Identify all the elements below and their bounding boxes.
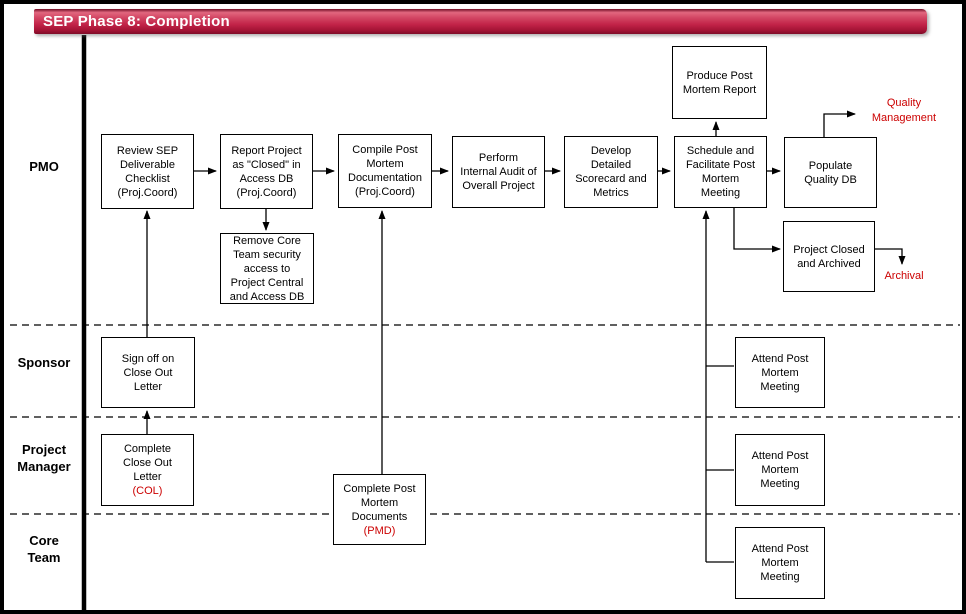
step-code-label: (PMD) xyxy=(363,524,396,537)
step-complete-close-out-letter: Complete Close Out Letter (COL) xyxy=(101,434,194,506)
step-label: Complete Post Mortem Documents xyxy=(343,482,416,523)
annotation-quality-management: Quality Management xyxy=(871,97,937,124)
step-remove-core-team-access: Remove Core Team security access to Proj… xyxy=(220,233,314,304)
step-review-sep-checklist: Review SEP Deliverable Checklist (Proj.C… xyxy=(101,134,194,209)
step-label: Review SEP Deliverable Checklist (Proj.C… xyxy=(116,144,179,199)
step-label: Attend Post Mortem Meeting xyxy=(751,450,809,490)
flow-connector-lines xyxy=(10,35,960,610)
step-label: Develop Detailed Scorecard and Metrics xyxy=(575,145,647,199)
lane-label-core-team: Core Team xyxy=(27,533,61,565)
step-project-closed-archived: Project Closed and Archived xyxy=(783,221,875,292)
step-label: Attend Post Mortem Meeting xyxy=(751,543,809,583)
page-title: SEP Phase 8: Completion xyxy=(43,13,230,30)
step-perform-internal-audit: Perform Internal Audit of Overall Projec… xyxy=(452,136,545,208)
step-label: Remove Core Team security access to Proj… xyxy=(229,234,305,303)
step-report-project-closed: Report Project as "Closed" in Access DB … xyxy=(220,134,313,209)
lane-label-pmo: PMO xyxy=(29,159,59,174)
step-schedule-facilitate-meeting: Schedule and Facilitate Post Mortem Meet… xyxy=(674,136,767,208)
step-label: Complete Close Out Letter xyxy=(123,443,172,483)
step-attend-meeting-core-team: Attend Post Mortem Meeting xyxy=(735,527,825,599)
title-bar: SEP Phase 8: Completion xyxy=(34,9,927,34)
annotation-archival: Archival xyxy=(884,270,924,282)
lane-label-project-manager: Project Manager xyxy=(17,442,71,474)
step-compile-post-mortem-docs: Compile Post Mortem Documentation (Proj.… xyxy=(338,134,432,208)
step-complete-post-mortem-documents: Complete Post Mortem Documents (PMD) xyxy=(333,474,426,545)
lane-label-sponsor: Sponsor xyxy=(17,355,71,370)
step-label: Compile Post Mortem Documentation (Proj.… xyxy=(348,144,422,198)
step-label: Project Closed and Archived xyxy=(793,243,865,270)
step-sign-off-close-out-letter: Sign off on Close Out Letter xyxy=(101,337,195,408)
step-label: Sign off on Close Out Letter xyxy=(121,352,175,393)
step-label: Perform Internal Audit of Overall Projec… xyxy=(460,152,537,192)
step-label: Attend Post Mortem Meeting xyxy=(751,352,809,393)
step-label: Report Project as "Closed" in Access DB … xyxy=(231,144,302,199)
step-attend-meeting-sponsor: Attend Post Mortem Meeting xyxy=(735,337,825,408)
step-label: Populate Quality DB xyxy=(804,159,857,186)
step-code-label: (COL) xyxy=(132,485,163,497)
step-produce-post-mortem-report: Produce Post Mortem Report xyxy=(672,46,767,119)
step-label: Schedule and Facilitate Post Mortem Meet… xyxy=(685,145,756,199)
step-develop-scorecard-metrics: Develop Detailed Scorecard and Metrics xyxy=(564,136,658,208)
step-attend-meeting-project-manager: Attend Post Mortem Meeting xyxy=(735,434,825,506)
step-populate-quality-db: Populate Quality DB xyxy=(784,137,877,208)
step-label: Produce Post Mortem Report xyxy=(682,69,757,96)
